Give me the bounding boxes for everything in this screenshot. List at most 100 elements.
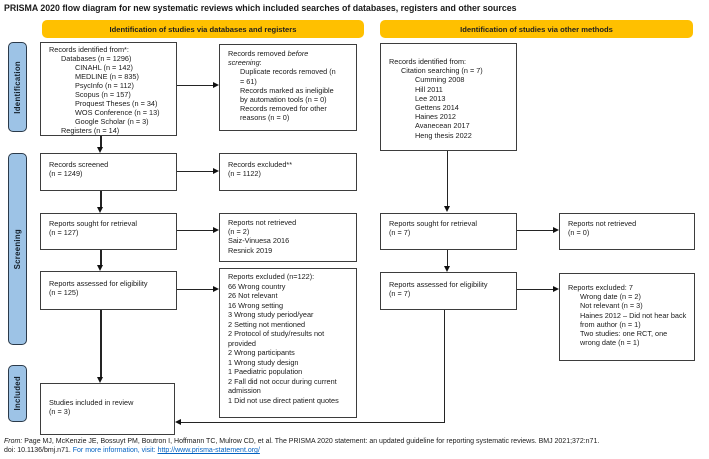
not-retrieved-db-count: (n = 2)	[228, 227, 250, 237]
column-header-databases-label: Identification of studies via databases …	[109, 24, 297, 34]
stage-label-screening: Screening	[13, 228, 22, 270]
reports-sought-other-count: (n = 7)	[389, 228, 411, 238]
column-header-other-methods: Identification of studies via other meth…	[380, 20, 693, 38]
records-screened-label: Records screened	[49, 160, 109, 169]
arrow-assessed-to-included-line	[100, 310, 102, 378]
proquest-count: Proquest Theses (n = 34)	[75, 99, 158, 108]
google-scholar-count: Google Scholar (n = 3)	[75, 117, 149, 126]
not-retrieved-other-count: (n = 0)	[568, 228, 590, 238]
study-cumming: Cumming 2008	[415, 75, 465, 85]
study-saiz-vinuesa: Saiz-Vinuesa 2016	[228, 236, 290, 246]
excluded-fall-not-during-admission: 2 Fall did not occur during current admi…	[228, 376, 337, 396]
arrow-othersought-to-assessed-head	[443, 266, 450, 272]
excluded-no-direct-quotes: 1 Did not use direct patient quotes	[228, 395, 339, 405]
stage-tab-screening: Screening	[8, 153, 27, 345]
reports-sought-other-label: Reports sought for retrieval	[389, 219, 478, 228]
footer-doi-line: doi: 10.1136/bmj.n71. For more informati…	[4, 446, 260, 455]
arrow-otherassessed-to-excluded-line	[517, 289, 553, 291]
box-records-identified-databases: Records identified from*: Databases (n =…	[40, 42, 177, 136]
excluded-paediatric: 1 Paediatric population	[228, 367, 303, 376]
records-identified-heading: Records identified from*:	[49, 45, 129, 54]
excluded-haines-no-reply: Haines 2012 – Did not hear back from aut…	[580, 310, 687, 329]
arrow-othersought-to-assessed-line	[447, 250, 449, 267]
stage-label-identification: Identification	[13, 60, 22, 114]
other-reasons-removed: Records removed for other reasons (n = 0…	[240, 104, 327, 123]
box-reports-sought-databases: Reports sought for retrieval (n = 127)	[40, 213, 177, 250]
citation-searching-count: Citation searching (n = 7)	[401, 66, 483, 76]
excluded-two-studies: Two studies: one RCT, one wrong date (n …	[580, 329, 668, 348]
psycinfo-count: PsycInfo (n = 112)	[75, 81, 134, 90]
excluded-wrong-design: 1 Wrong study design	[228, 357, 299, 367]
reports-assessed-other-count: (n = 7)	[389, 289, 411, 299]
footer-info-text: For more information, visit:	[72, 447, 156, 454]
excluded-wrong-participants: 2 Wrong participants	[228, 348, 295, 357]
records-removed-heading-regular: Records removed	[228, 49, 286, 58]
prisma-statement-link[interactable]: http://www.prisma-statement.org/	[157, 447, 260, 454]
arrow-sought-to-assessed-head	[96, 265, 103, 271]
reports-assessed-db-count: (n = 125)	[49, 288, 79, 298]
reports-sought-db-label: Reports sought for retrieval	[49, 219, 138, 228]
study-avanecean: Avanecean 2017	[415, 121, 470, 131]
arrow-identified-to-removed-line	[177, 85, 213, 87]
box-records-excluded-screening: Records excluded** (n = 1122)	[219, 153, 357, 191]
excluded-setting-not-mentioned: 2 Setting not mentioned	[228, 319, 306, 329]
footer-citation-line: From: Page MJ, McKenzie JE, Bossuyt PM, …	[4, 437, 599, 446]
arrow-otherassessed-to-included-head	[175, 419, 181, 425]
arrow-sought-to-assessed-line	[100, 250, 102, 266]
duplicates-removed: Duplicate records removed (n = 61)	[240, 67, 336, 86]
wos-count: WOS Conference (n = 13)	[75, 108, 160, 117]
page-title: PRISMA 2020 flow diagram for new systema…	[4, 3, 517, 13]
not-retrieved-db-label: Reports not retrieved	[228, 218, 297, 227]
arrow-screened-to-excluded-line	[177, 171, 213, 173]
not-retrieved-other-label: Reports not retrieved	[568, 219, 637, 228]
reports-excluded-db-heading: Reports excluded (n=122):	[228, 272, 315, 281]
box-reports-excluded-other: Reports excluded: 7 Wrong date (n = 2) N…	[559, 273, 695, 361]
arrow-identified-to-screened-line	[100, 136, 102, 148]
box-reports-excluded-databases: Reports excluded (n=122): 66 Wrong count…	[219, 268, 357, 418]
arrow-identified-to-screened-head	[96, 147, 103, 153]
arrow-assessed-to-excluded-head	[213, 286, 219, 292]
arrow-otheridentified-to-sought-line	[447, 151, 449, 207]
study-gettens: Gettens 2014	[415, 103, 459, 113]
arrow-screened-to-excluded-head	[213, 168, 219, 174]
excluded-wrong-country: 66 Wrong country	[228, 281, 286, 291]
footer-from-label: From:	[4, 438, 23, 445]
arrow-assessed-to-excluded-line	[177, 289, 213, 291]
box-reports-not-retrieved-databases: Reports not retrieved (n = 2) Saiz-Vinue…	[219, 213, 357, 262]
arrow-othersought-to-notretrieved-line	[517, 230, 553, 232]
excluded-wrong-date: Wrong date (n = 2)	[580, 292, 641, 302]
arrow-othersought-to-notretrieved-head	[553, 227, 559, 233]
study-lee: Lee 2013	[415, 93, 446, 103]
box-records-screened: Records screened (n = 1249)	[40, 153, 177, 191]
medline-count: MEDLINE (n = 835)	[75, 72, 139, 81]
study-heng: Heng thesis 2022	[415, 130, 472, 140]
reports-assessed-db-label: Reports assessed for eligibility	[49, 279, 148, 288]
arrow-otherassessed-to-included-vline	[444, 310, 446, 423]
stage-tab-included: Included	[8, 365, 27, 422]
arrow-identified-to-removed-head	[213, 82, 219, 88]
arrow-otherassessed-to-excluded-head	[553, 286, 559, 292]
box-reports-sought-other: Reports sought for retrieval (n = 7)	[380, 213, 517, 250]
arrow-otheridentified-to-sought-head	[443, 206, 450, 212]
databases-count: Databases (n = 1296)	[61, 54, 132, 63]
cinahl-count: CINAHL (n = 142)	[75, 63, 133, 72]
other-identified-heading: Records identified from:	[389, 57, 467, 66]
records-excluded-count: (n = 1122)	[228, 169, 261, 179]
records-removed-heading: Records removed before screening:	[220, 49, 344, 67]
footer-doi-text: doi: 10.1136/bmj.n71.	[4, 447, 71, 454]
excluded-other-not-relevant: Not relevant (n = 3)	[580, 301, 643, 311]
reports-sought-db-count: (n = 127)	[49, 228, 79, 238]
study-haines: Haines 2012	[415, 112, 456, 122]
arrow-screened-to-sought-head	[96, 207, 103, 213]
reports-excluded-other-heading: Reports excluded: 7	[568, 283, 633, 292]
arrow-assessed-to-included-head	[96, 377, 103, 383]
automation-ineligible: Records marked as ineligible by automati…	[240, 85, 334, 105]
arrow-screened-to-sought-line	[100, 191, 102, 208]
box-studies-included: Studies included in review (n = 3)	[40, 383, 175, 435]
study-resnick: Resnick 2019	[228, 245, 273, 255]
box-reports-assessed-databases: Reports assessed for eligibility (n = 12…	[40, 271, 177, 310]
arrow-sought-to-notretrieved-line	[177, 230, 213, 232]
reports-assessed-other-label: Reports assessed for eligibility	[389, 280, 488, 289]
box-reports-not-retrieved-other: Reports not retrieved (n = 0)	[559, 213, 695, 250]
